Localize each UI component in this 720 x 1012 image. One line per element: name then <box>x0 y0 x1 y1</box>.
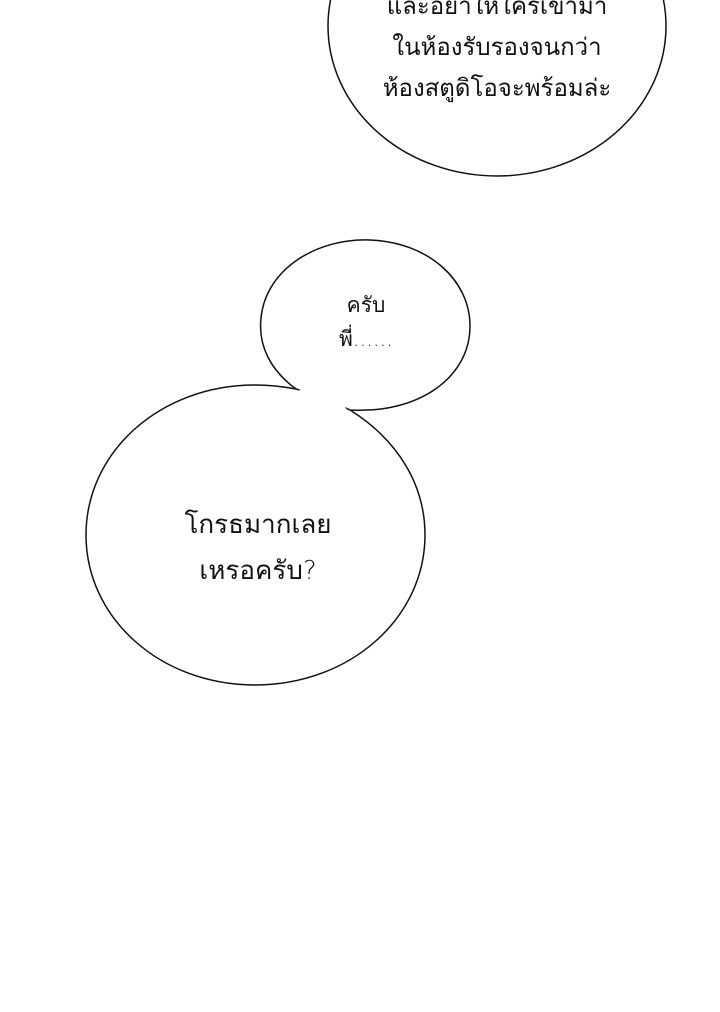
speech-text-top: และอย่าให้ใครเข้ามา ในห้องรับรองจนกว่า ห… <box>330 0 664 109</box>
speech-line: เหรอครับ? <box>199 556 317 586</box>
speech-text-large: โกรธมากเลย เหรอครับ? <box>128 502 388 594</box>
speech-line: พี่...... <box>339 327 393 351</box>
speech-bubble-large <box>85 384 426 686</box>
speech-bubble-top <box>327 0 667 177</box>
speech-bubble-small <box>259 239 471 412</box>
speech-line: ในห้องรับรองจนกว่า <box>392 33 602 61</box>
bubble-tail-join <box>297 380 348 412</box>
speech-line: ห้องสตูดิโอจะพร้อมล่ะ <box>382 74 612 102</box>
speech-line: โกรธมากเลย <box>184 510 332 540</box>
speech-text-small: ครับ พี่...... <box>296 288 436 356</box>
speech-line: ครับ <box>346 293 386 317</box>
speech-line: และอย่าให้ใครเข้ามา <box>386 0 608 20</box>
